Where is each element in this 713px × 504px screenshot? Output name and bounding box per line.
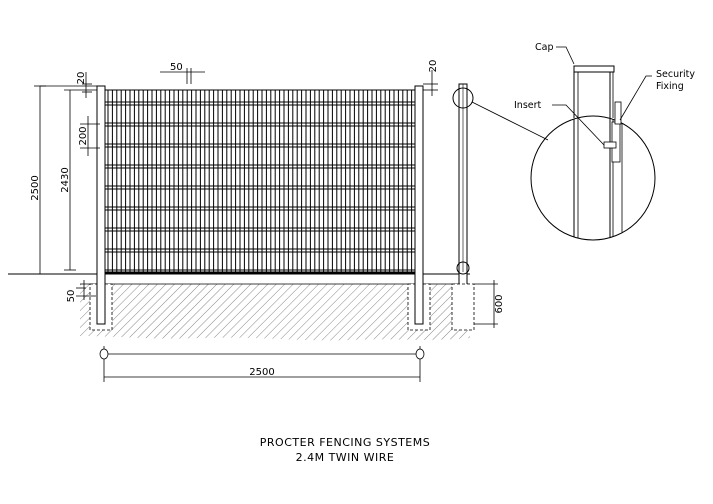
ground-hatch xyxy=(80,284,470,341)
mesh-panel xyxy=(104,89,416,274)
top-dimension xyxy=(160,68,205,84)
detail-circle xyxy=(530,115,656,241)
dim-total-height: 2500 xyxy=(30,175,41,200)
side-bottom-circle xyxy=(456,261,470,275)
right-top-dimension xyxy=(423,70,438,96)
dim-post-depth: 600 xyxy=(494,294,505,313)
dim-panel-height: 2430 xyxy=(60,167,71,192)
detail-leader xyxy=(471,101,549,141)
label-fixing: Fixing xyxy=(656,81,684,92)
label-cap: Cap xyxy=(535,42,554,53)
dim-ground-gap: 50 xyxy=(66,290,77,303)
dim-panel-width: 2500 xyxy=(249,367,274,378)
left-post xyxy=(96,85,106,325)
dim-post-overhang-right: 20 xyxy=(428,60,439,73)
label-security: Security xyxy=(656,69,695,80)
right-post xyxy=(414,85,424,325)
dim-mesh-pitch: 200 xyxy=(78,126,89,145)
left-dimensions xyxy=(34,72,100,300)
title-line-2: 2.4M TWIN WIRE xyxy=(296,451,395,464)
left-clip xyxy=(99,348,109,360)
side-top-circle xyxy=(452,87,474,109)
label-insert: Insert xyxy=(514,100,542,111)
dim-post-overhang: 20 xyxy=(76,72,87,85)
post-depth-dimension xyxy=(474,280,498,328)
detail-cap xyxy=(573,65,615,73)
front-elevation: 2500 2430 200 20 50 50 20 2500 xyxy=(8,60,470,382)
side-elevation: 600 xyxy=(451,83,549,331)
mesh-frame xyxy=(104,89,416,273)
title-line-1: PROCTER FENCING SYSTEMS xyxy=(260,436,430,449)
detail-view: Cap Insert Security Fixing xyxy=(514,42,695,241)
side-footing xyxy=(451,283,475,331)
dim-wire-spacing: 50 xyxy=(170,62,183,73)
right-clip xyxy=(415,348,425,360)
